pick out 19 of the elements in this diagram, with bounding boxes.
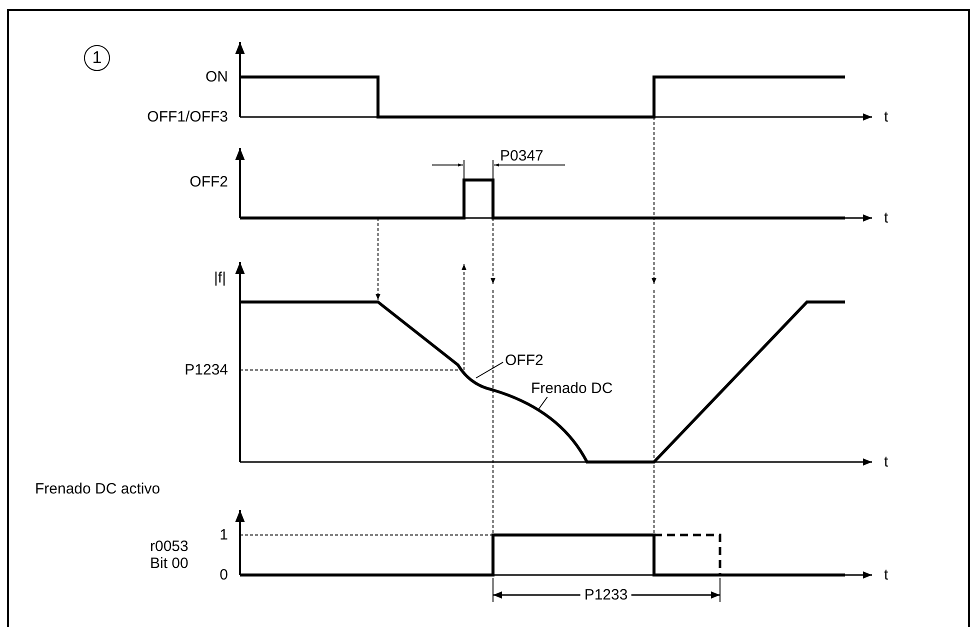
signal-level-label: ON xyxy=(206,68,228,86)
parameter-label: P1234 xyxy=(184,362,228,378)
callout-number: 1 xyxy=(84,45,110,71)
axis-label: |f| xyxy=(214,270,226,286)
curve-label: Frenado DC xyxy=(531,380,613,397)
axis-label: t xyxy=(884,108,888,126)
signal-level-label: OFF1/OFF3 xyxy=(147,108,228,126)
leader-line xyxy=(476,362,504,378)
curve-label: OFF2 xyxy=(505,352,544,369)
parameter-label: r0053 Bit 00 xyxy=(150,538,190,572)
signal-level-label: 1 xyxy=(220,526,228,544)
axis-label: t xyxy=(884,210,888,226)
axis-label: t xyxy=(884,566,888,584)
signal-level-label: 0 xyxy=(220,566,228,584)
signal-name: OFF2 xyxy=(190,174,228,190)
leader-line xyxy=(538,396,548,410)
axis-label: t xyxy=(884,454,888,470)
parameter-label: P0347 xyxy=(500,148,544,164)
signal-name: Frenado DC activo xyxy=(35,480,160,498)
